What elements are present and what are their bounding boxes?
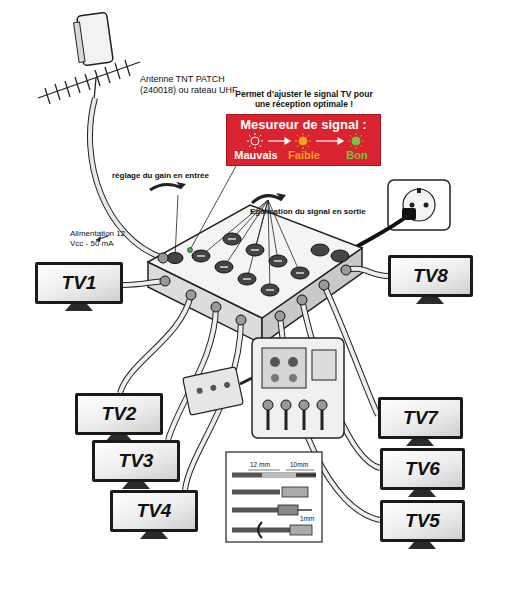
meter-level: Bon (337, 149, 377, 161)
tv-screen: TV3 (92, 440, 180, 482)
meter-arrow (268, 138, 343, 144)
tv-screen: TV1 (35, 262, 123, 304)
tv-screen: TV4 (110, 490, 198, 532)
signal-meter-box: Mesureur de signal : MauvaisFaible Bon (226, 114, 381, 166)
tv-label: TV4 (113, 493, 195, 529)
antenna-label: Antenne TNT PATCH (240018) ou rateau UHF (140, 74, 248, 96)
patch-antenna (74, 12, 114, 66)
tv-label: TV2 (78, 396, 160, 432)
tv-label: TV6 (383, 451, 462, 487)
f-connector (158, 253, 351, 325)
tv-label: TV3 (95, 443, 177, 479)
tv-label: TV8 (391, 258, 470, 294)
gain-label: réglage du gain en entrée (112, 171, 237, 181)
status-led (188, 248, 193, 253)
leader-lines (175, 166, 300, 290)
meter-heading: Mesureur de signal : (227, 117, 380, 132)
sun-icon-weak (295, 133, 311, 149)
tv-screen: TV6 (380, 448, 465, 490)
meter-level: Mauvais (227, 149, 285, 161)
callout-note: Permet d’ajuster le signal TV pour une r… (228, 89, 380, 109)
equalizer-label: Egalisation du signal en sortie (250, 207, 390, 217)
wall-mount-box (252, 338, 344, 438)
power-label: Alimentation 12 Vcc - 50 mA (70, 229, 132, 248)
dimension: 1mm (300, 515, 320, 523)
tv-label: TV1 (38, 265, 120, 301)
adjust-knob (167, 233, 349, 296)
tv-screen: TV5 (380, 500, 465, 542)
tv-screen: TV2 (75, 393, 163, 435)
tv-screen: TV8 (388, 255, 473, 297)
dimension: 10mm (290, 461, 318, 469)
dimension: 12 mm (250, 461, 280, 469)
arrow-head (276, 193, 286, 200)
rotate-arrow (150, 184, 182, 190)
tv-label: TV7 (381, 400, 460, 436)
arrow-head (176, 182, 186, 188)
rotate-arrow (252, 196, 282, 203)
knob-mark (197, 239, 304, 290)
power-cable (356, 214, 410, 247)
uhf-rake-antenna (38, 60, 140, 104)
wall-plate (183, 367, 252, 415)
tv-screen: TV7 (378, 397, 463, 439)
sun-icon-good (348, 133, 364, 149)
meter-level: Faible (279, 149, 329, 161)
tv-label: TV5 (383, 503, 462, 539)
power-plug (402, 208, 416, 220)
cable-prep-inset (226, 452, 322, 542)
sun-icon-bad (247, 133, 263, 149)
